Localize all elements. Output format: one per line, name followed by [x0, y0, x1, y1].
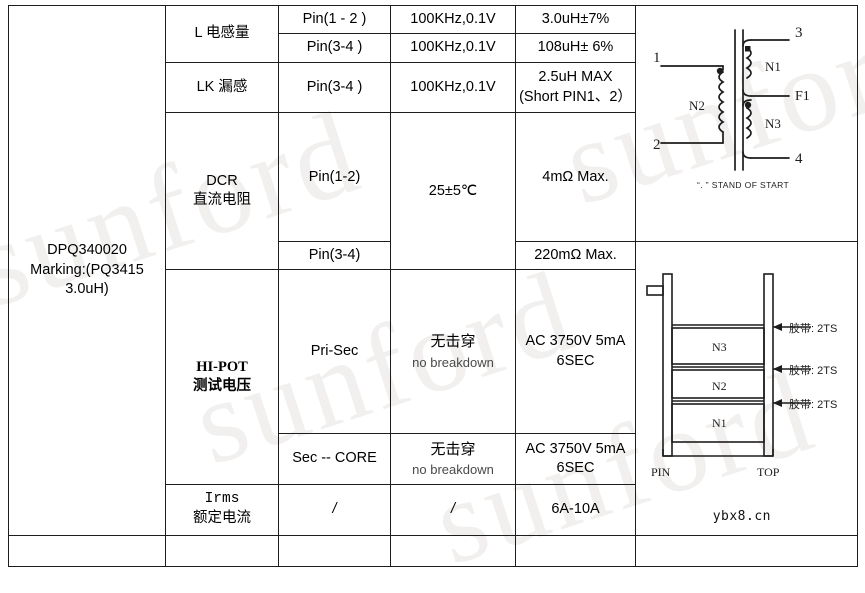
layer-n3-label: N3 — [712, 340, 727, 354]
tape-label-bottom: 胶带: 2TS — [789, 397, 837, 411]
spec-cell: 6A-10A — [515, 484, 636, 536]
layer-n1-box — [671, 402, 765, 443]
item-dcr-line2: 直流电阻 — [193, 192, 251, 209]
condition-cell: / — [390, 484, 516, 536]
terminal-3-label: 3 — [795, 25, 803, 41]
specification-table: DPQ340020 Marking:(PQ3415 3.0uH) L 电感量 P… — [8, 4, 858, 567]
empty-cell — [515, 535, 636, 567]
tape-label-middle: 胶带: 2TS — [789, 363, 837, 377]
winding-n1-label: N1 — [765, 59, 781, 74]
terminal-1-label: 1 — [653, 50, 661, 66]
transformer-schematic-cell: 1 2 3 F1 4 N2 N1 N3 “. ” STAND OF START — [635, 4, 861, 243]
terminal-4-label: 4 — [795, 151, 803, 167]
condition-cn: 无击穿 — [430, 333, 476, 351]
winding-n3-label: N3 — [765, 116, 781, 131]
part-number: DPQ340020 — [47, 242, 127, 259]
spec-cell: 108uH± 6% — [515, 33, 636, 63]
bobbin-winding-diagram: N3 N2 N1 胶带: 2TS 胶带: 2TS 胶带: 2TS PIN TOP — [639, 264, 854, 514]
empty-cell — [278, 535, 391, 567]
spec-cell: 2.5uH MAX (Short PIN1、2） — [515, 61, 636, 114]
empty-cell — [8, 535, 166, 567]
empty-cell — [635, 535, 858, 567]
tape-label-top: 胶带: 2TS — [789, 321, 837, 335]
empty-cell — [390, 535, 516, 567]
bobbin-winding-diagram-cell: N3 N2 N1 胶带: 2TS 胶带: 2TS 胶带: 2TS PIN TOP… — [635, 241, 858, 536]
polarity-dot-n3 — [744, 101, 752, 109]
condition-en: no breakdown — [412, 462, 494, 478]
table-row: Pin(3-4) 220mΩ Max. — [9, 241, 858, 536]
table-row: Pin(3-4 ) 100KHz,0.1V 108uH± 6% — [9, 33, 858, 63]
part-marking-line1: Marking:(PQ3415 — [30, 261, 144, 278]
pin-cell: Pin(3-4) — [278, 241, 391, 271]
transformer-schematic: 1 2 3 F1 4 N2 N1 N3 “. ” STAND OF START — [639, 8, 861, 239]
polarity-dot-n2 — [716, 67, 724, 75]
pin-cell: Pri-Sec — [278, 269, 391, 435]
condition-cell: 25±5℃ — [390, 112, 516, 271]
bobbin-diagram-svg: N3 N2 N1 胶带: 2TS 胶带: 2TS 胶带: 2TS PIN TOP — [646, 272, 837, 479]
layer-n3-box — [671, 326, 765, 365]
table-row: DPQ340020 Marking:(PQ3415 3.0uH) L 电感量 P… — [8, 4, 858, 536]
table-row: HI-POT 测试电压 Pri-Sec 无击穿 no breakdown AC … — [9, 269, 858, 486]
part-name-cell: DPQ340020 Marking:(PQ3415 3.0uH) — [8, 5, 166, 536]
terminal-f1-label: F1 — [795, 89, 810, 104]
part-marking-line2: 3.0uH) — [65, 281, 109, 298]
schematic-caption: “. ” STAND OF START — [697, 180, 789, 190]
table-row: Irms 额定电流 / / 6A-10A — [9, 484, 858, 536]
condition-cell: 100KHz,0.1V — [390, 33, 516, 63]
pin-cell: Pin(3-4 ) — [278, 61, 391, 114]
footer-watermark: ybx8.cn — [712, 509, 771, 525]
bobbin-top-label: TOP — [757, 465, 780, 479]
terminal-2-label: 2 — [653, 137, 661, 153]
spec-cell: 4mΩ Max. — [515, 112, 636, 243]
table-row: Sec -- CORE 无击穿 no breakdown AC 3750V 5m… — [9, 433, 858, 486]
condition-en: no breakdown — [412, 354, 494, 370]
item-irms-line2: 额定电流 — [193, 511, 251, 528]
layer-n1-label: N1 — [712, 416, 727, 430]
item-leakage-inductance: LK 漏感 — [165, 61, 279, 114]
item-dcr-line1: DCR — [206, 172, 238, 189]
bobbin-pin-label: PIN — [651, 465, 671, 479]
pin-cell: Pin(1 - 2 ) — [278, 4, 391, 35]
layer-n2-label: N2 — [712, 379, 727, 393]
condition-cell: 无击穿 no breakdown — [390, 433, 516, 486]
transformer-schematic-svg: 1 2 3 F1 4 N2 N1 N3 “. ” STAND OF START — [653, 25, 810, 190]
pin-cell: Pin(3-4 ) — [278, 33, 391, 63]
pin-cell: Sec -- CORE — [278, 433, 391, 486]
spec-cell: AC 3750V 5mA 6SEC — [515, 269, 636, 435]
condition-cell: 100KHz,0.1V — [390, 4, 516, 35]
item-irms-line1: Irms — [204, 491, 240, 508]
item-hipot-line2: 测试电压 — [193, 378, 251, 395]
item-irms: Irms 额定电流 — [165, 484, 279, 536]
condition-cell: 无击穿 no breakdown — [390, 269, 516, 435]
condition-cell: 100KHz,0.1V — [390, 61, 516, 114]
item-dcr: DCR 直流电阻 — [165, 112, 279, 271]
condition-cn: 无击穿 — [430, 440, 476, 458]
pin-cell: Pin(1-2) — [278, 112, 391, 243]
table-row-partial — [8, 535, 858, 567]
pin-cell: / — [278, 484, 391, 536]
item-inductance: L 电感量 — [165, 5, 279, 63]
spec-cell: 220mΩ Max. — [515, 241, 636, 271]
item-hipot: HI-POT 测试电压 — [165, 269, 279, 486]
item-hipot-line1: HI-POT — [196, 358, 248, 375]
winding-n2-label: N2 — [689, 98, 705, 113]
spec-cell: AC 3750V 5mA 6SEC — [515, 433, 636, 486]
spec-cell: 3.0uH±7% — [515, 4, 636, 35]
polarity-dot-n1 — [745, 46, 751, 52]
layer-n2-box — [671, 368, 765, 399]
empty-cell — [165, 535, 279, 567]
